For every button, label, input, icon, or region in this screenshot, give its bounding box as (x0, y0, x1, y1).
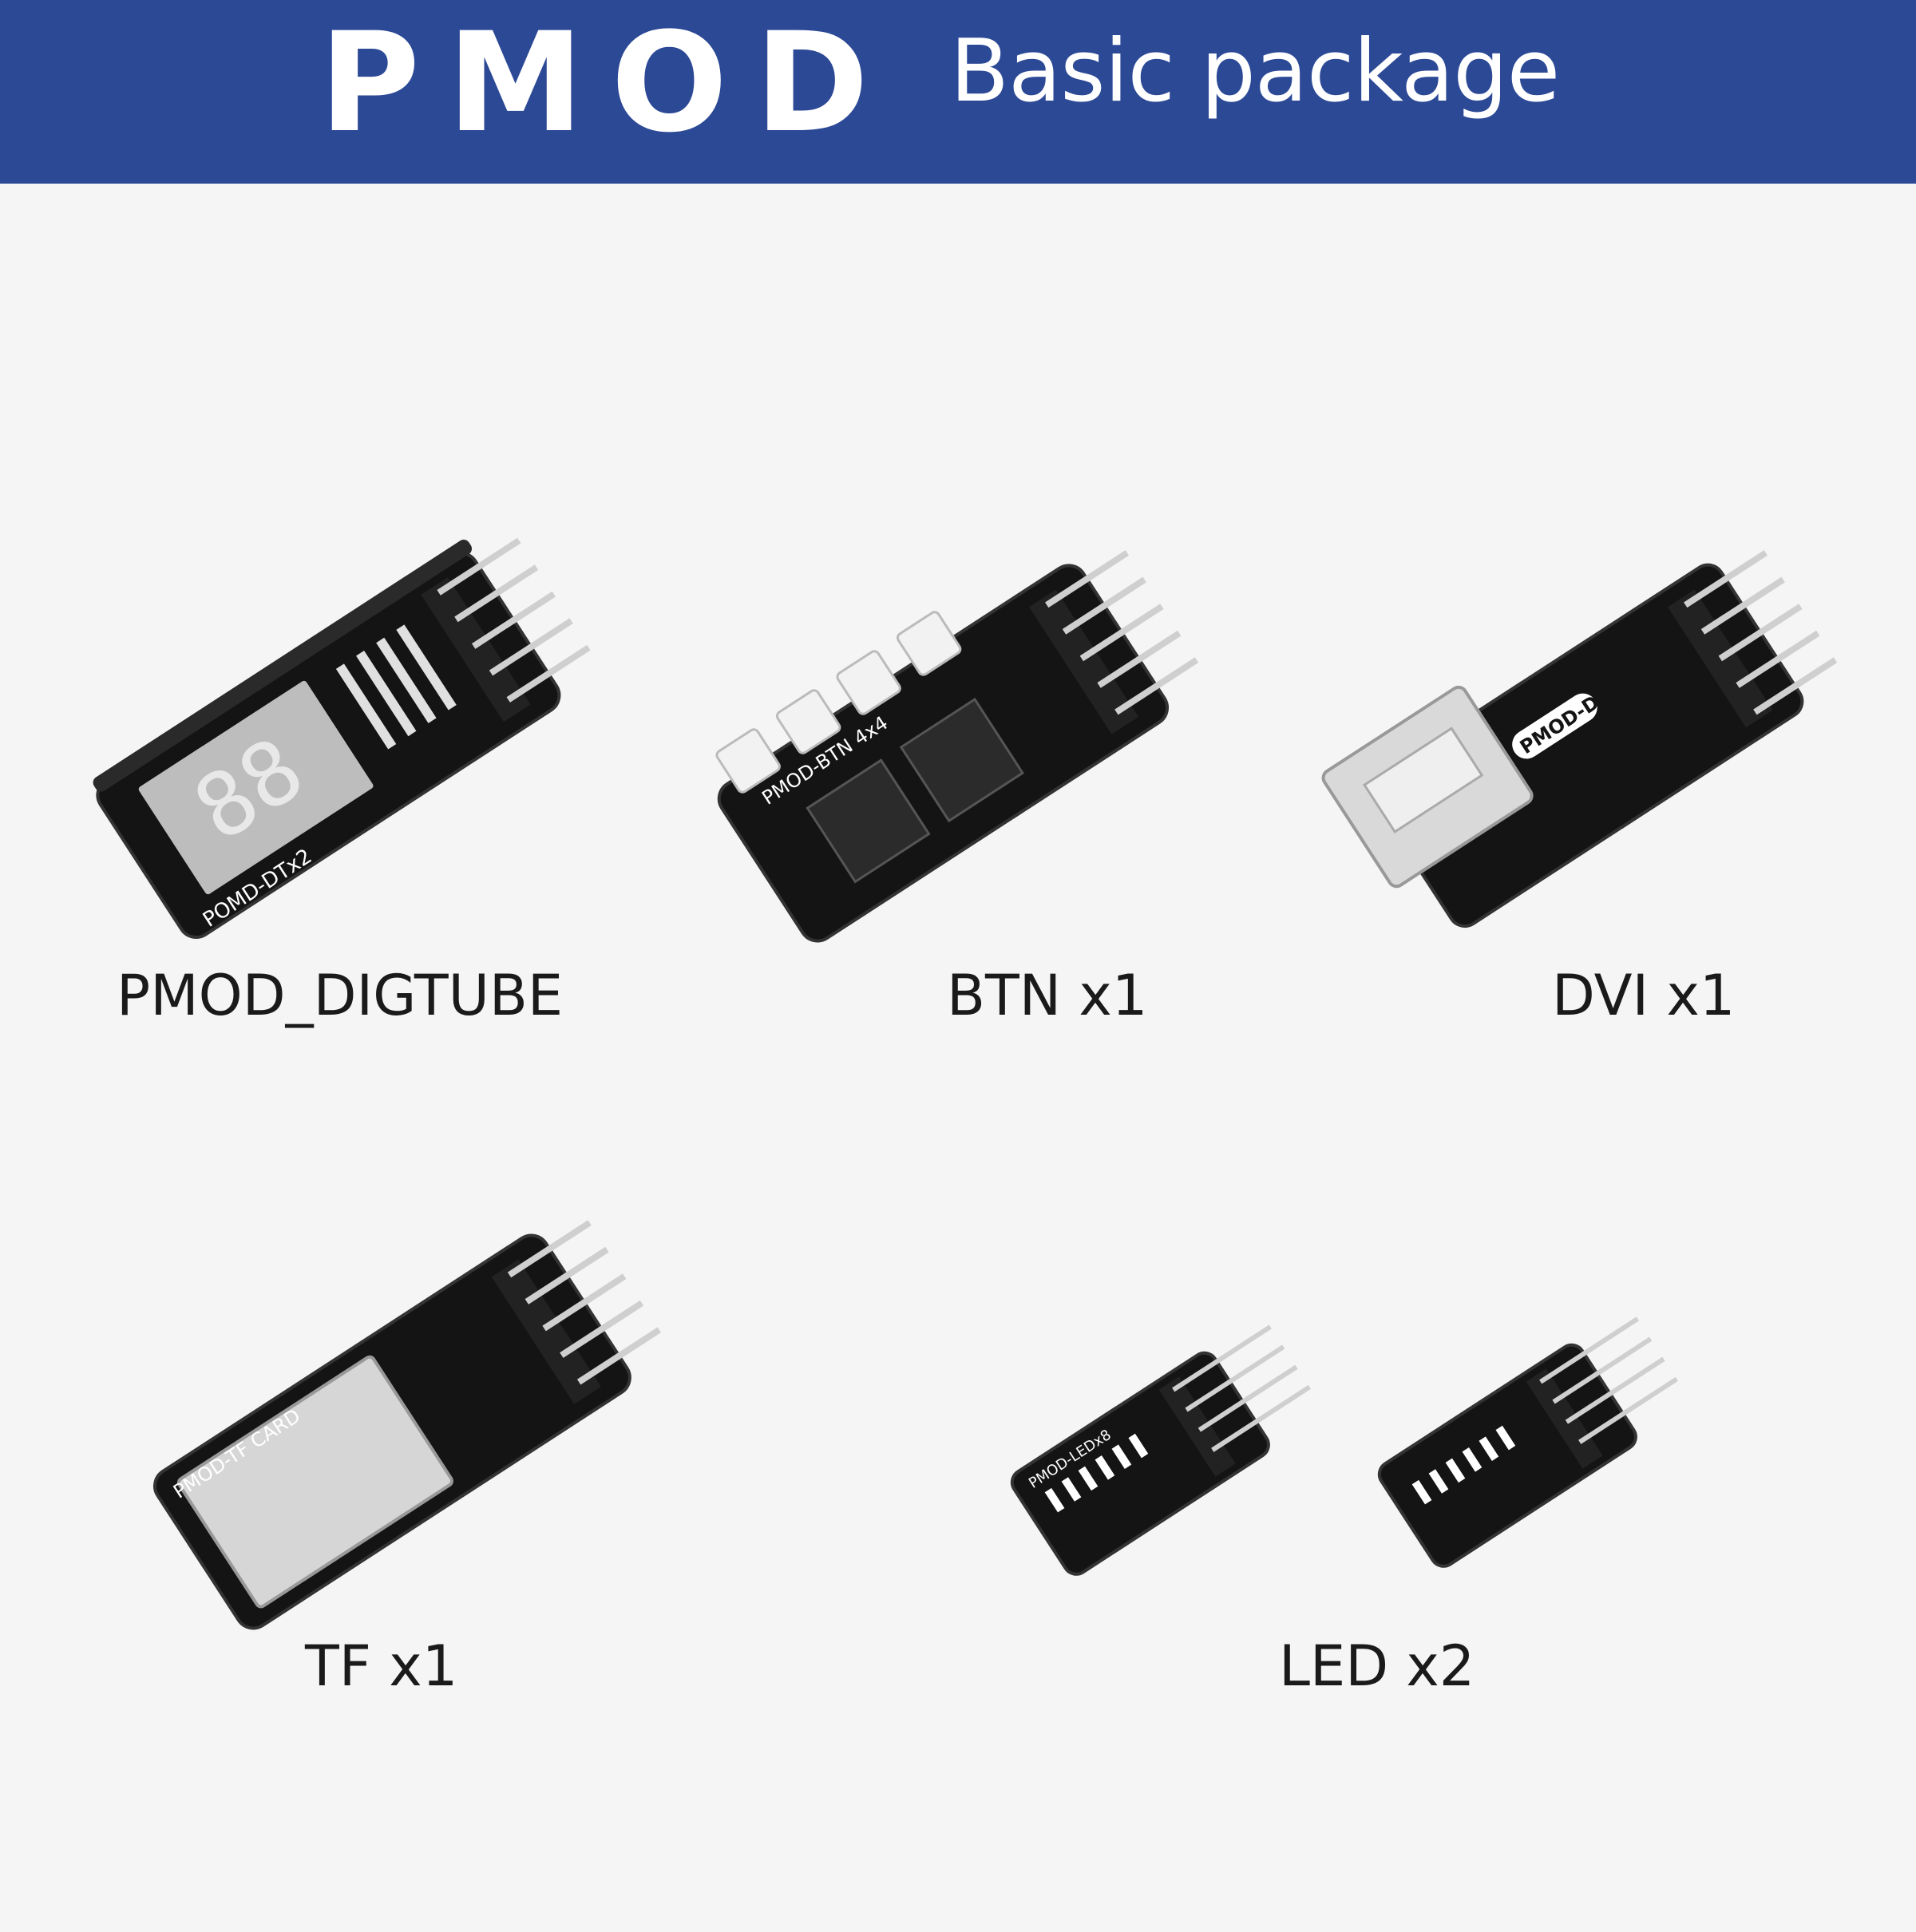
dvi-module-image: PMOD-DVI (1321, 535, 1852, 934)
btn-module-image: PMOD-BTN 4x4 (687, 535, 1213, 943)
page-title: PMOD (319, 2, 897, 163)
caption-tf: TF x1 (305, 1633, 458, 1699)
caption-dvi: DVI x1 (1552, 963, 1736, 1028)
tf-module-image: PMOD-TF CARD (120, 1206, 679, 1630)
caption-digtube: PMOD_DIGTUBE (117, 963, 564, 1028)
header-banner: PMOD Basic package (0, 0, 1916, 184)
caption-led: LED x2 (1279, 1633, 1475, 1699)
led-module-image-1: PMOD-LEDx8 (990, 1309, 1333, 1581)
led-module-image-2 (1357, 1301, 1700, 1573)
caption-btn: BTN x1 (947, 963, 1148, 1028)
digtube-module-image: 88 POMD-DTx2 (64, 519, 607, 939)
page-subtitle: Basic package (950, 22, 1560, 121)
